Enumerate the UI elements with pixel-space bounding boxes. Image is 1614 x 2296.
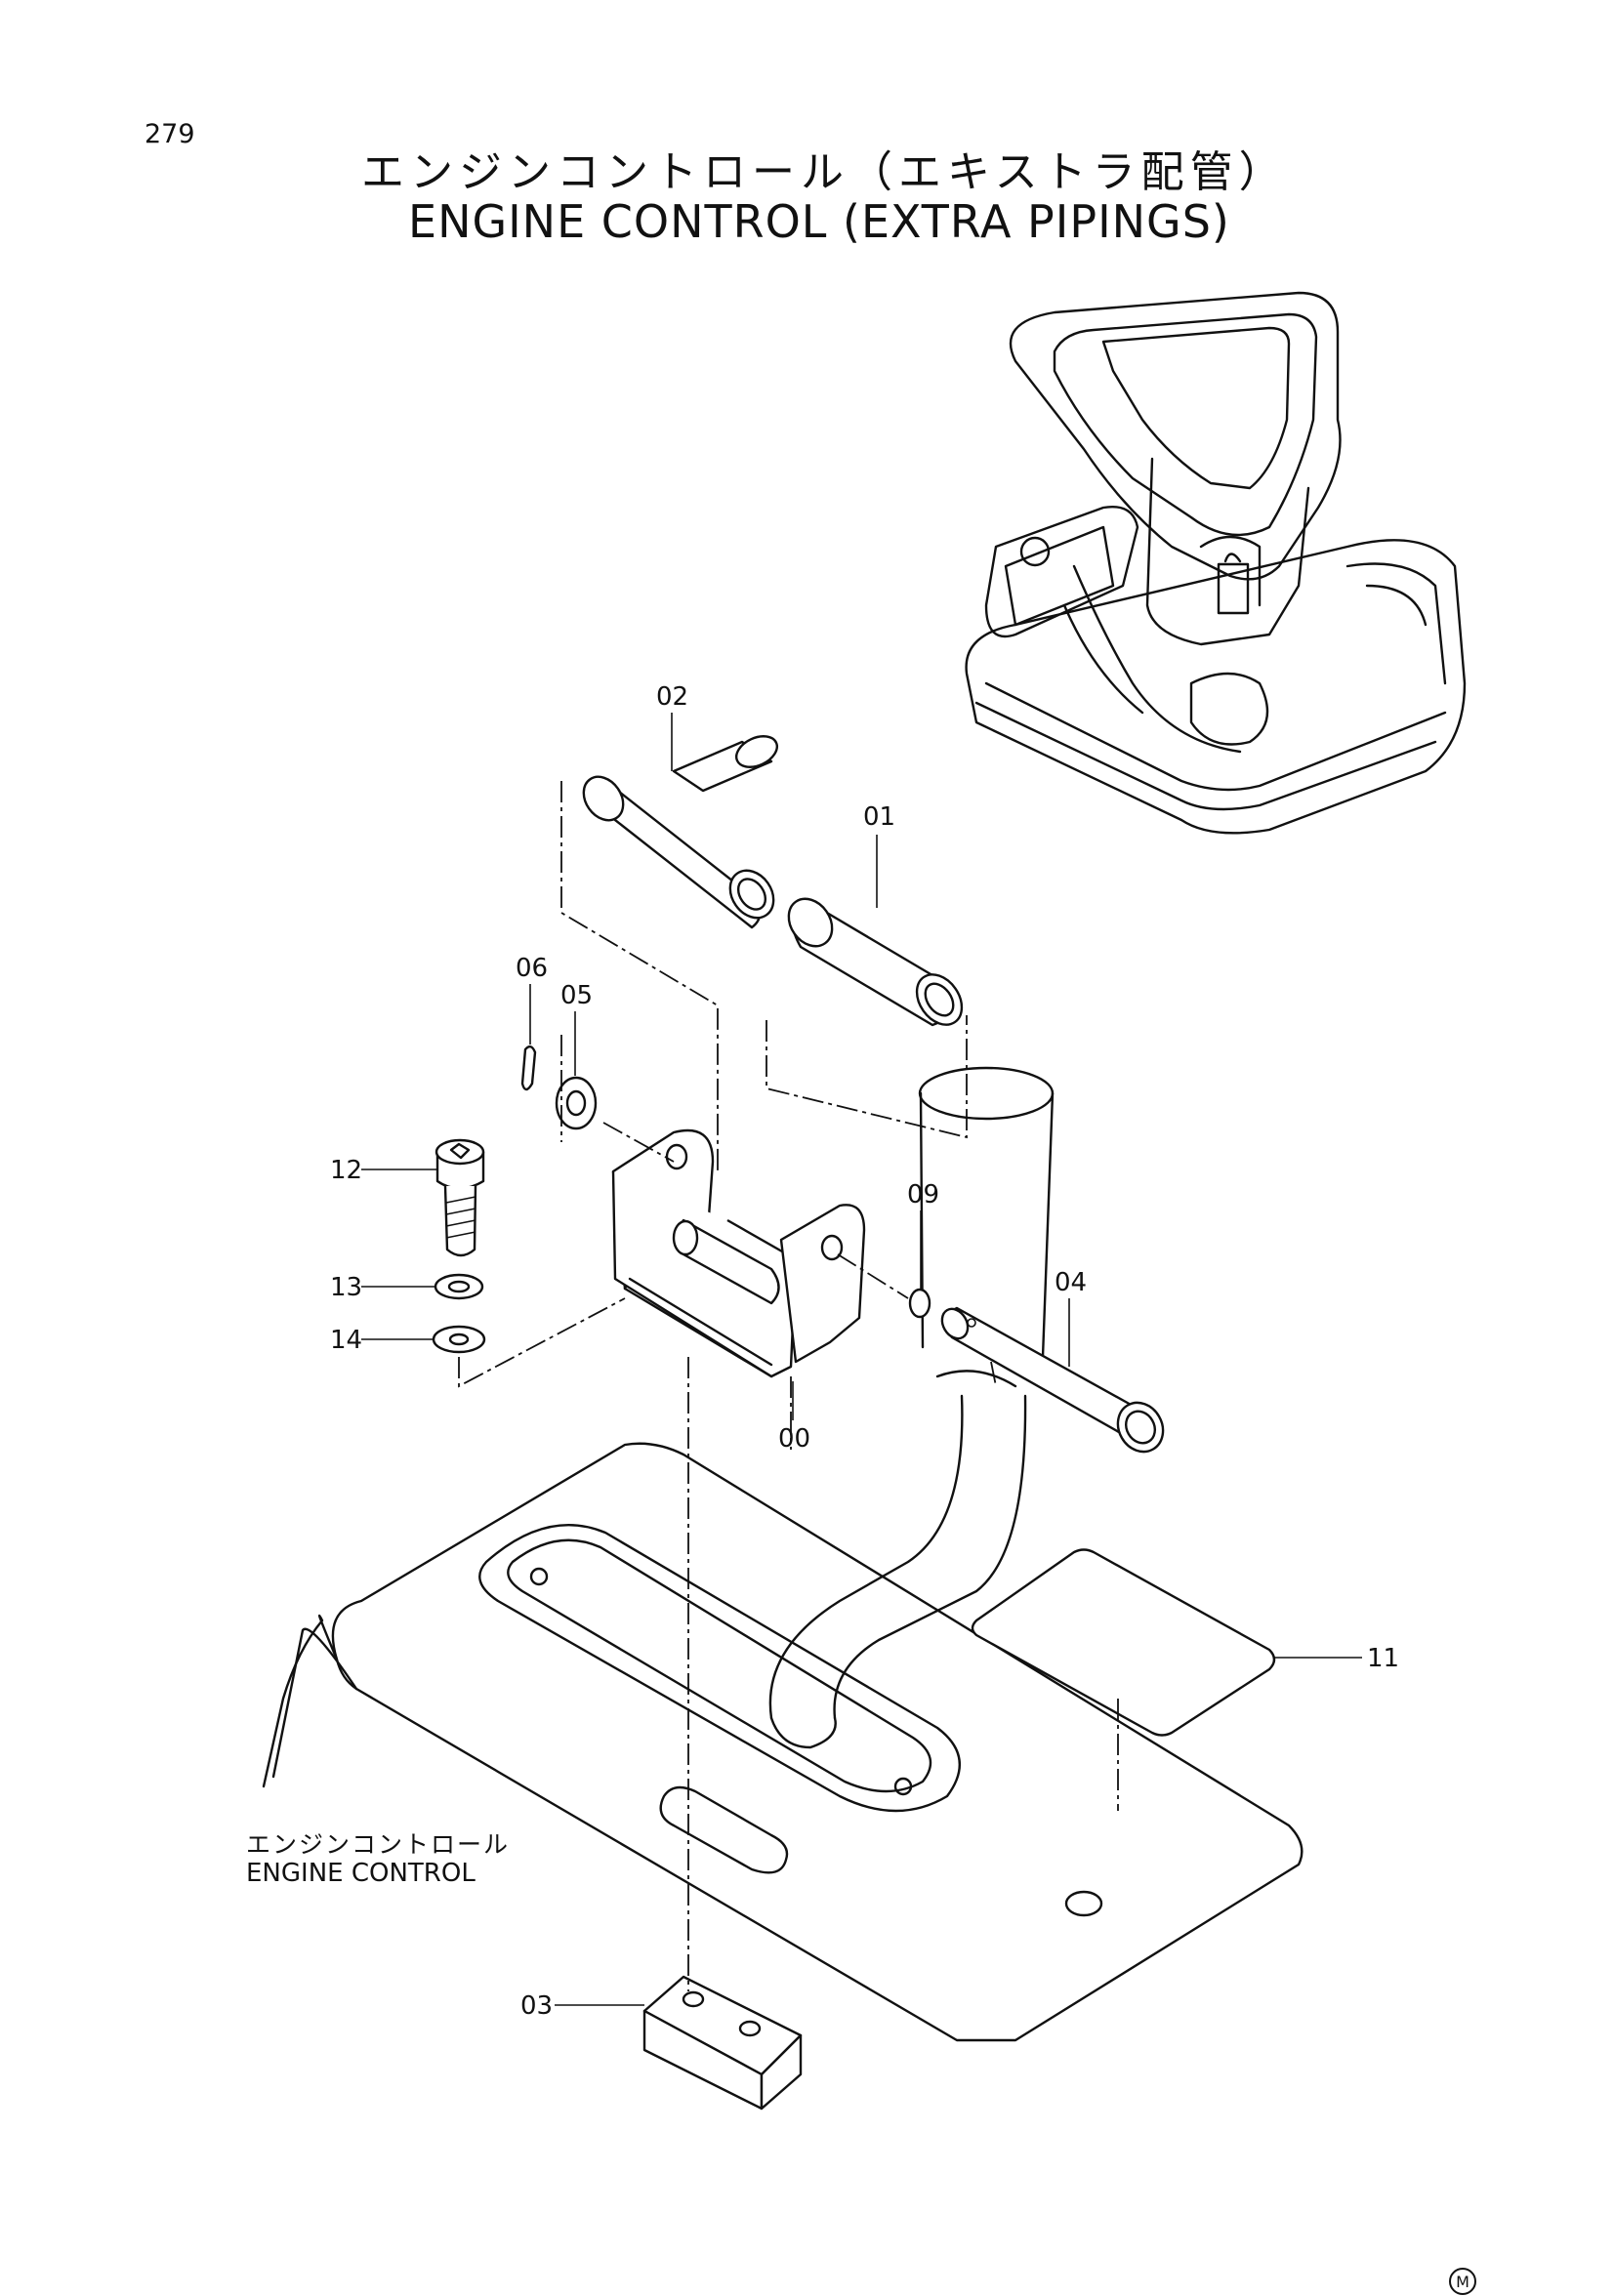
page-number: 279 (145, 119, 195, 149)
part-13-lock-washer (434, 1273, 484, 1300)
callout-12: 12 (330, 1156, 362, 1185)
callout-01: 01 (863, 802, 895, 832)
part-05-cotter-pin (520, 1045, 537, 1091)
callout-06: 09 (907, 1180, 939, 1210)
callout-09: 03 (520, 1991, 553, 2021)
part-11-label (971, 1548, 1276, 1737)
circled-m-mark: M (1449, 2268, 1476, 2295)
mark-letter: M (1456, 2273, 1469, 2291)
machine-location-illustration (965, 291, 1467, 835)
reference-label-english: ENGINE CONTROL (246, 1859, 476, 1888)
part-01-tube (787, 897, 964, 1027)
base-plate (262, 1442, 1304, 2042)
callout-14: 14 (330, 1326, 362, 1355)
callout-03: 04 (1055, 1268, 1087, 1297)
callout-04: 05 (560, 981, 593, 1010)
reference-label-japanese: エンジンコントロール (246, 1830, 511, 1859)
page-title-english: ENGINE CONTROL (EXTRA PIPINGS) (408, 195, 1230, 248)
callout-00: 00 (778, 1424, 810, 1454)
part-09-block (642, 1975, 803, 2111)
part-02-pipe (582, 735, 778, 929)
callout-05: 06 (516, 954, 548, 983)
callout-11: 11 (1367, 1644, 1399, 1673)
part-14-washer (432, 1325, 486, 1354)
part-06-ring (908, 1288, 931, 1319)
part-00-bracket (611, 1128, 866, 1378)
page-title-japanese: エンジンコントロール（エキストラ配管） (361, 147, 1288, 197)
part-04-washer (555, 1076, 598, 1130)
assembly-lines (458, 781, 1119, 1991)
leader-lines (361, 713, 1362, 2006)
callout-labels: 02 01 06 05 09 04 12 13 14 00 11 03 (330, 682, 1399, 2021)
callout-02: 02 (656, 682, 688, 712)
part-12-bolt (435, 1138, 485, 1257)
callout-13: 13 (330, 1273, 362, 1302)
part-03-pin (940, 1306, 1165, 1454)
